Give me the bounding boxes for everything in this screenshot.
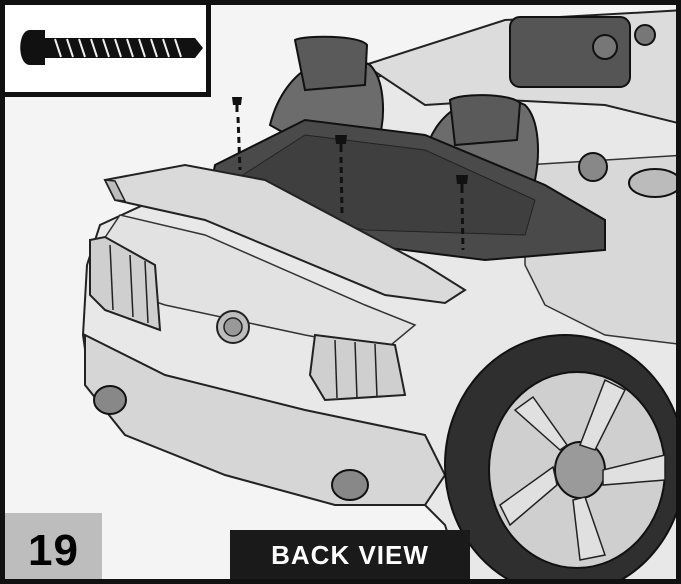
view-label-box: BACK VIEW (230, 530, 470, 579)
view-label: BACK VIEW (271, 539, 429, 570)
screw-1 (232, 97, 242, 171)
step-number: 19 (28, 526, 79, 575)
screw-detail-inset (5, 5, 211, 97)
screw-2 (335, 135, 347, 214)
screw-3 (456, 175, 468, 251)
screw-icon (20, 30, 203, 65)
step-number-badge: 19 (5, 513, 102, 579)
car-rear-illustration (5, 5, 676, 579)
